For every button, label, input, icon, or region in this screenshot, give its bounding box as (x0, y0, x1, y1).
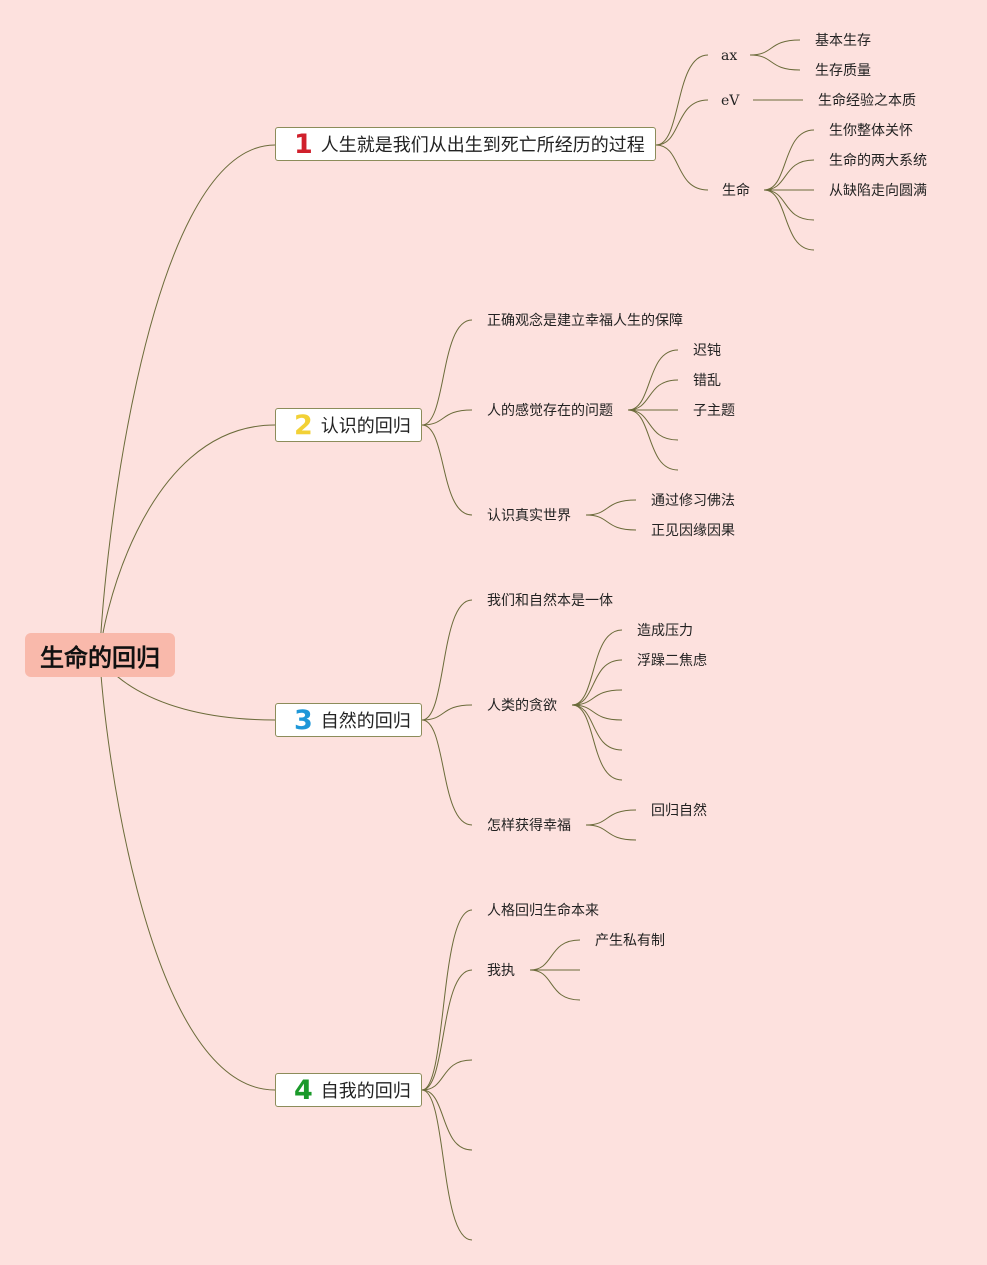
b2-c2-child-3[interactable]: 子主题 (693, 403, 735, 419)
branch-2-label: 认识的回归 (320, 416, 411, 437)
number-1-badge: 1 (294, 128, 313, 160)
number-3-badge: 3 (294, 704, 313, 736)
connector-2 (99, 424, 276, 656)
b2-child-1[interactable]: 正确观念是建立幸福人生的保障 (487, 313, 683, 329)
b1-life[interactable]: 生命 (722, 183, 750, 199)
connector-30 (571, 659, 623, 706)
connector-22 (627, 409, 679, 441)
connector-24 (585, 499, 637, 516)
b1-life-child-1[interactable]: 生你整体关怀 (829, 123, 913, 139)
connector-5 (655, 54, 709, 146)
connector-12 (763, 159, 815, 191)
connector-35 (585, 809, 637, 826)
connector-32 (571, 704, 623, 721)
connector-17 (421, 409, 473, 426)
b1-ax[interactable]: ax (721, 48, 738, 64)
branch-3[interactable]: 3 自然的回归 (275, 703, 422, 737)
connector-31 (571, 689, 623, 706)
root-label: 生命的回归 (40, 643, 160, 672)
b2-c2-child-2[interactable]: 错乱 (693, 373, 721, 389)
connector-34 (571, 704, 623, 781)
connector-44 (529, 969, 581, 1001)
connector-39 (421, 1059, 473, 1091)
connector-6 (655, 99, 709, 146)
connector-41 (421, 1089, 473, 1241)
root-topic[interactable]: 生命的回归 (25, 633, 175, 677)
connector-42 (529, 939, 581, 971)
b2-c3-child-2[interactable]: 正见因缘因果 (651, 523, 735, 539)
branch-2[interactable]: 2 认识的回归 (275, 408, 422, 442)
b1-ev-child-1[interactable]: 生命经验之本质 (818, 93, 916, 109)
b4-child-2[interactable]: 我执 (487, 963, 515, 979)
connector-1 (99, 144, 276, 656)
connector-20 (627, 379, 679, 411)
connector-40 (421, 1089, 473, 1151)
connector-18 (421, 424, 473, 516)
b1-life-child-3[interactable]: 从缺陷走向圆满 (829, 183, 927, 199)
connector-15 (763, 189, 815, 251)
connector-25 (585, 514, 637, 531)
b1-ev[interactable]: eV (721, 93, 740, 109)
b3-child-1[interactable]: 我们和自然本是一体 (487, 593, 613, 609)
b3-c2-child-1[interactable]: 造成压力 (637, 623, 693, 639)
branch-3-label: 自然的回归 (320, 711, 411, 732)
connector-36 (585, 824, 637, 841)
b3-child-3[interactable]: 怎样获得幸福 (487, 818, 571, 834)
b1-life-child-2[interactable]: 生命的两大系统 (829, 153, 927, 169)
connector-26 (421, 599, 473, 721)
connector-19 (627, 349, 679, 411)
branch-1-label: 人生就是我们从出生到死亡所经历的过程 (320, 135, 645, 156)
connector-29 (571, 629, 623, 706)
branch-4[interactable]: 4 自我的回归 (275, 1073, 422, 1107)
branch-4-label: 自我的回归 (320, 1081, 411, 1102)
b4-c2-child-1[interactable]: 产生私有制 (595, 933, 665, 949)
number-2-badge: 2 (294, 409, 313, 441)
connector-8 (749, 39, 801, 56)
b3-c3-child-1[interactable]: 回归自然 (651, 803, 707, 819)
b3-child-2[interactable]: 人类的贪欲 (487, 698, 557, 714)
connector-27 (421, 704, 473, 721)
b2-child-2[interactable]: 人的感觉存在的问题 (487, 403, 613, 419)
number-4-badge: 4 (294, 1074, 313, 1106)
b2-c3-child-1[interactable]: 通过修习佛法 (651, 493, 735, 509)
connector-11 (763, 129, 815, 191)
connector-37 (421, 909, 473, 1091)
connector-23 (627, 409, 679, 471)
branch-1[interactable]: 1 人生就是我们从出生到死亡所经历的过程 (275, 127, 656, 161)
b1-ax-child-1[interactable]: 基本生存 (815, 33, 871, 49)
connector-14 (763, 189, 815, 221)
connector-7 (655, 144, 709, 191)
b3-c2-child-2[interactable]: 浮躁二焦虑 (637, 653, 707, 669)
connector-28 (421, 719, 473, 826)
connector-33 (571, 704, 623, 751)
connector-9 (749, 54, 801, 71)
b2-child-3[interactable]: 认识真实世界 (487, 508, 571, 524)
b4-child-1[interactable]: 人格回归生命本来 (487, 903, 599, 919)
connector-38 (421, 969, 473, 1091)
connector-16 (421, 319, 473, 426)
b1-ax-child-2[interactable]: 生存质量 (815, 63, 871, 79)
connector-4 (99, 654, 276, 1091)
b2-c2-child-1[interactable]: 迟钝 (693, 343, 721, 359)
